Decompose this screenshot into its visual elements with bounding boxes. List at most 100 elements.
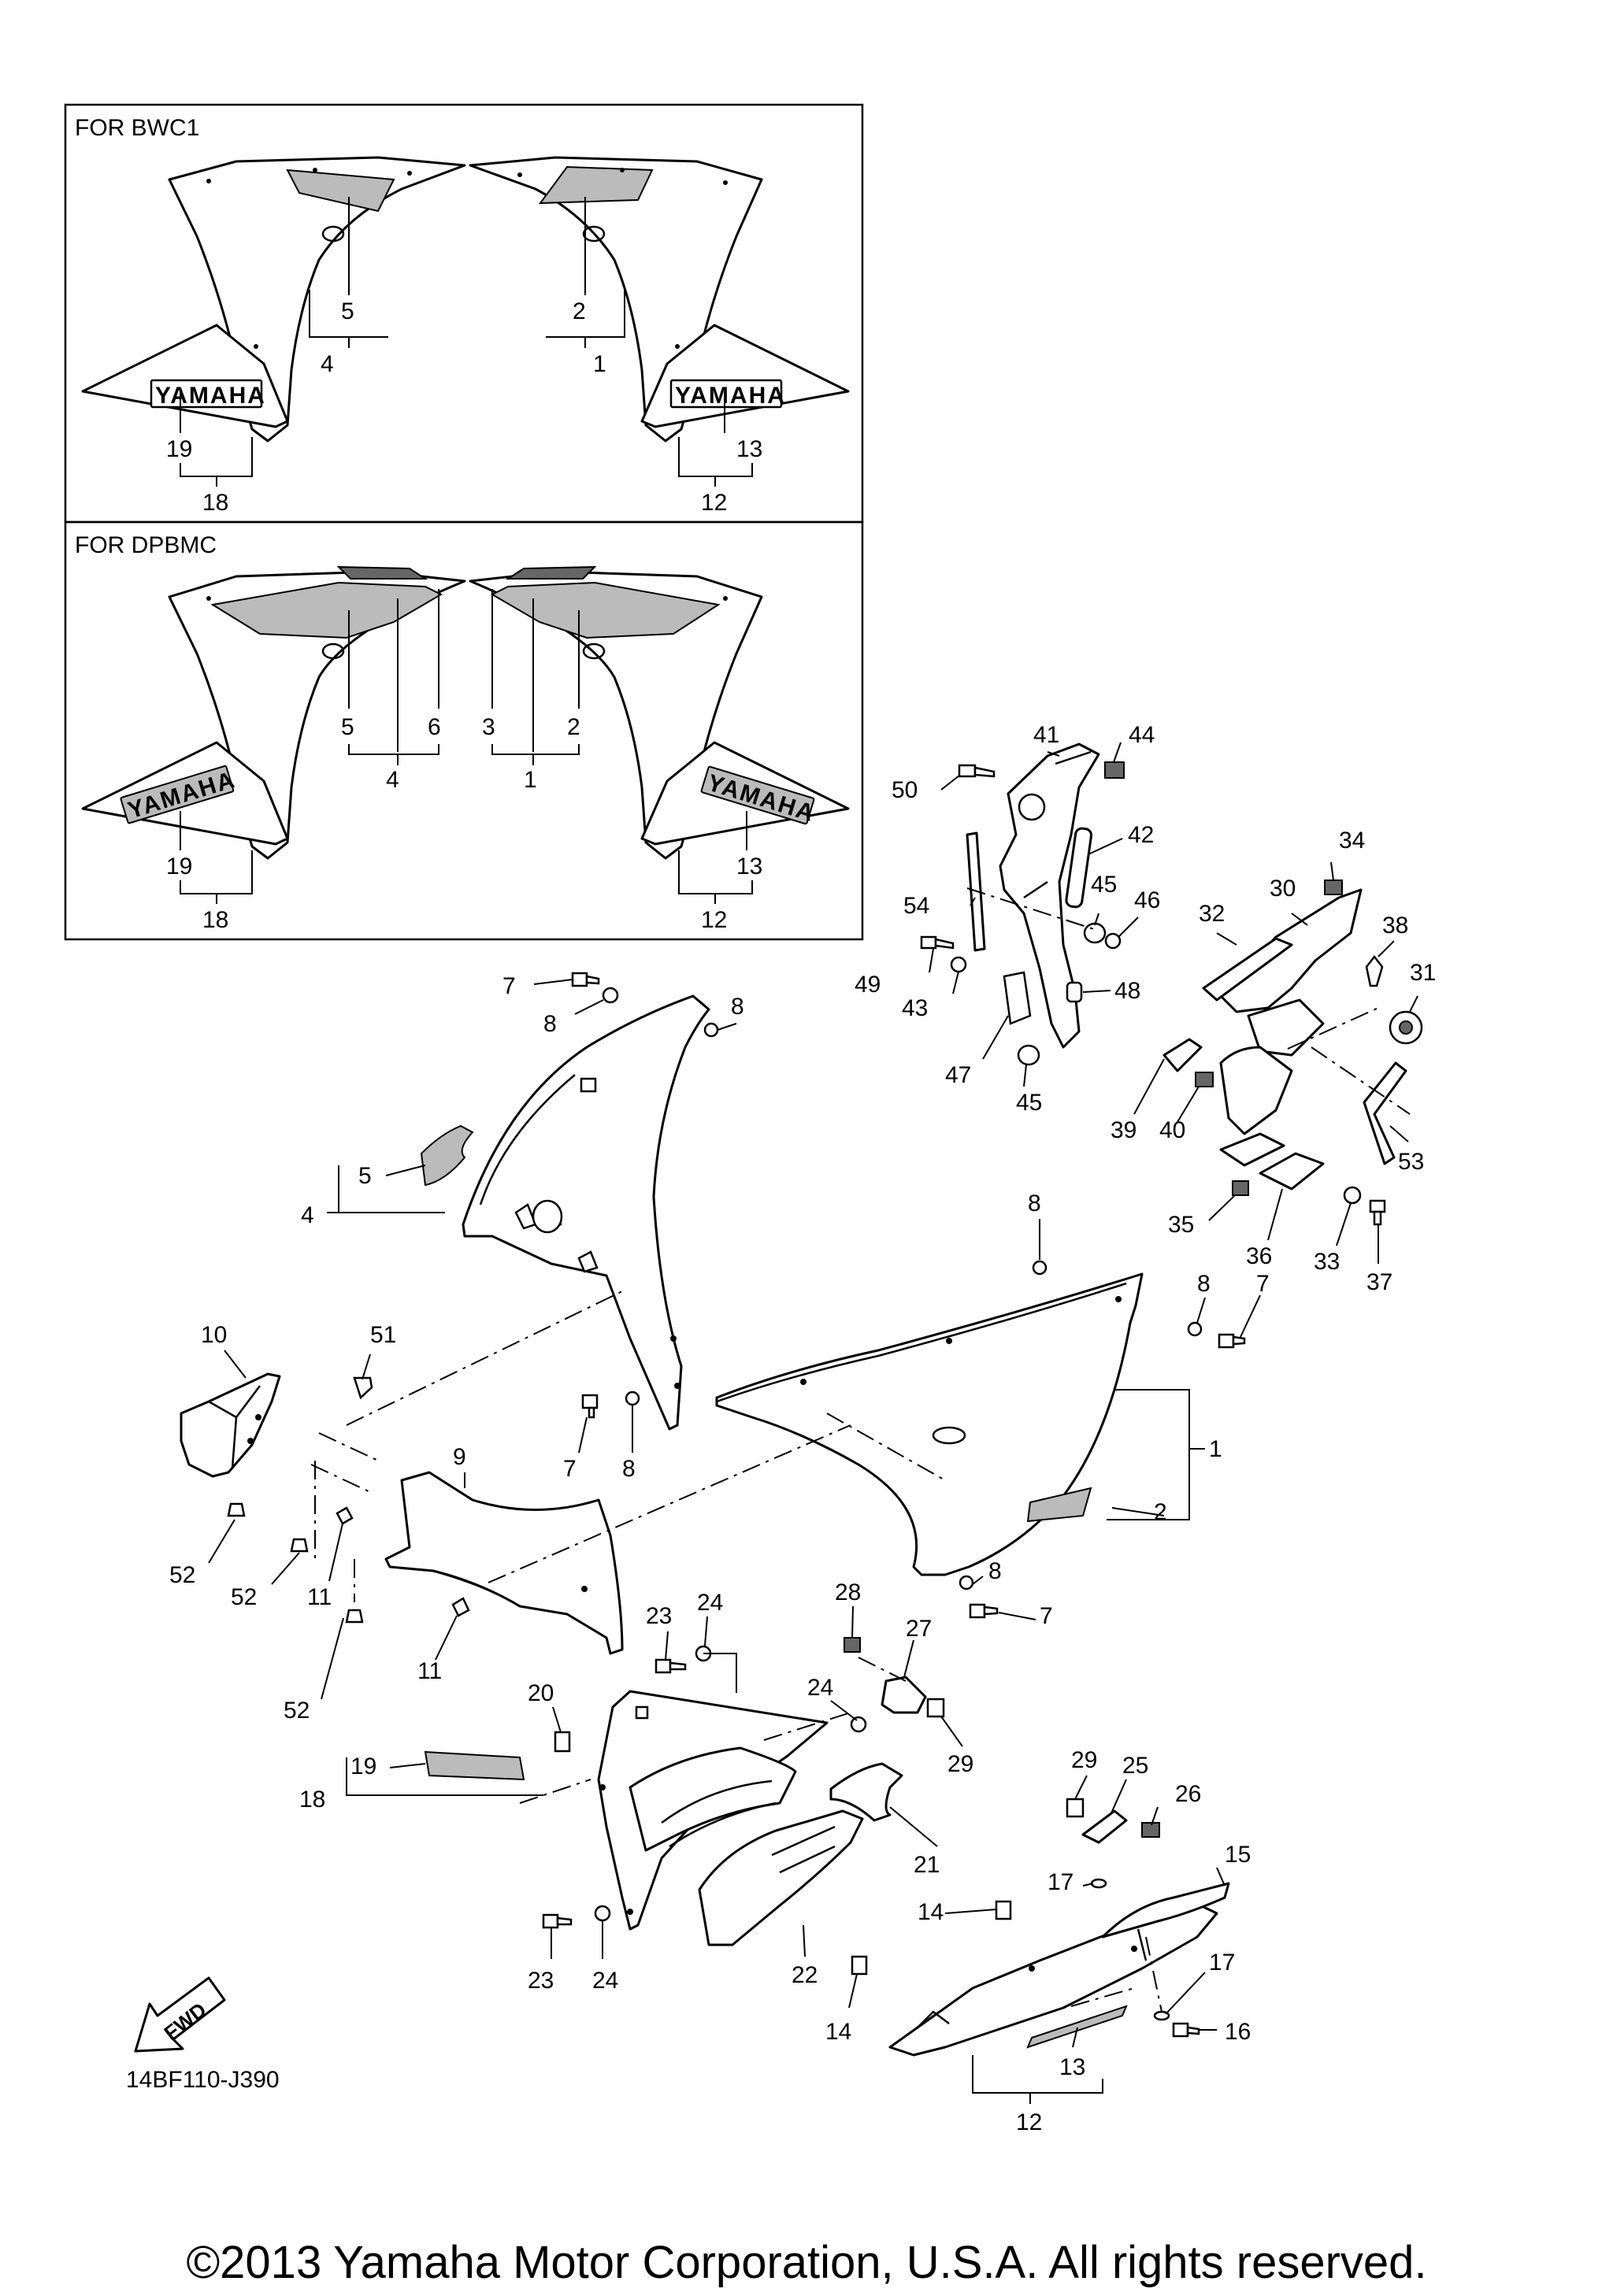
stay-25 <box>1081 1809 1128 1844</box>
nut-29a <box>926 1698 945 1718</box>
callout-54: 54 <box>903 893 929 919</box>
nut-29b <box>1066 1798 1085 1818</box>
callout-47: 47 <box>945 1062 971 1088</box>
callout-38: 38 <box>1382 913 1408 939</box>
copyright-notice: ©2013 Yamaha Motor Corporation, U.S.A. A… <box>186 2237 1427 2288</box>
callout-17: 17 <box>1048 1869 1073 1895</box>
callout-45: 45 <box>1016 1090 1042 1116</box>
callout-40: 40 <box>1159 1117 1185 1143</box>
callout-29: 29 <box>1071 1747 1097 1773</box>
callout-2: 2 <box>573 298 586 324</box>
lower-cowl-18 <box>597 1690 829 1931</box>
callout-30: 30 <box>1270 876 1296 902</box>
callout-19: 19 <box>166 436 192 462</box>
screw-50 <box>958 764 996 778</box>
callout-5: 5 <box>341 298 354 324</box>
callout-52: 52 <box>284 1698 310 1724</box>
callout-51: 51 <box>370 1322 396 1348</box>
screw-49 <box>920 935 955 950</box>
decal-5 <box>420 1124 474 1187</box>
callout-11: 11 <box>307 1584 332 1610</box>
callout-42: 42 <box>1128 822 1154 848</box>
callout-32: 32 <box>1199 901 1225 927</box>
callout-8: 8 <box>731 994 744 1020</box>
bracket-36 <box>1259 1152 1325 1191</box>
cowling-stay-41 <box>999 742 1100 1049</box>
bracket-27 <box>881 1676 927 1714</box>
callout-16: 16 <box>1225 2019 1251 2045</box>
washer-24b <box>850 1716 867 1733</box>
callout-5: 5 <box>341 714 354 740</box>
callout-5: 5 <box>358 1163 372 1189</box>
screw-7c <box>581 1394 599 1419</box>
washer-8b <box>703 1022 719 1038</box>
callout-24: 24 <box>697 1590 723 1616</box>
callout-53: 53 <box>1398 1149 1424 1175</box>
callout-1: 1 <box>593 351 606 377</box>
callout-23: 23 <box>528 1968 554 1994</box>
callout-31: 31 <box>1410 960 1436 986</box>
callout-1: 1 <box>524 767 537 793</box>
bracket-39 <box>1162 1038 1203 1072</box>
callout-9: 9 <box>453 1444 466 1470</box>
callout-18: 18 <box>202 490 228 516</box>
callout-4: 4 <box>386 767 399 793</box>
collar-45b <box>1017 1044 1040 1066</box>
screw-37 <box>1369 1199 1386 1226</box>
screw-23a <box>654 1658 687 1674</box>
bracket-lower <box>1219 1046 1293 1167</box>
side-cowling-1 <box>715 1272 1144 1576</box>
callout-11: 11 <box>417 1658 442 1684</box>
callout-2: 2 <box>567 714 580 740</box>
callout-37: 37 <box>1366 1269 1392 1295</box>
callout-21: 21 <box>914 1852 940 1878</box>
lower-cowl-right-bwc1: YAMAHA <box>640 324 850 428</box>
callout-26: 26 <box>1175 1781 1201 1807</box>
fwd-arrow-icon: FWD <box>134 1976 226 2053</box>
callout-10: 10 <box>201 1322 227 1348</box>
callout-14: 14 <box>918 1899 944 1925</box>
nut-14b <box>851 1955 868 1976</box>
callout-12: 12 <box>701 907 727 933</box>
washer-8c <box>1032 1260 1048 1276</box>
callout-25: 25 <box>1122 1753 1148 1779</box>
screw-52c <box>345 1609 364 1624</box>
callout-8: 8 <box>543 1011 557 1037</box>
decal-13 <box>1026 2005 1128 2049</box>
inner-panel-4 <box>462 994 710 1431</box>
callout-6: 6 <box>428 714 441 740</box>
screw-52a <box>227 1502 246 1517</box>
callout-28: 28 <box>835 1579 861 1605</box>
callout-19: 19 <box>350 1753 376 1779</box>
callout-4: 4 <box>301 1202 314 1228</box>
grommet-31 <box>1389 1010 1423 1045</box>
washer-46 <box>1104 932 1122 950</box>
screw-7b <box>1218 1333 1246 1349</box>
callout-17: 17 <box>1209 1950 1235 1976</box>
panel-title-dpbmc: FOR DPBMC <box>75 532 217 558</box>
callout-50: 50 <box>892 777 918 803</box>
callout-52: 52 <box>169 1562 195 1588</box>
callout-24: 24 <box>807 1675 833 1701</box>
callout-2: 2 <box>1154 1499 1167 1525</box>
nut-35 <box>1232 1180 1249 1196</box>
inner-panel-9 <box>384 1471 624 1655</box>
callout-52: 52 <box>231 1584 257 1610</box>
callout-33: 33 <box>1314 1249 1340 1275</box>
panel-bwc1: FOR BWC1 YAMAHA YAMAHA <box>64 103 864 524</box>
callout-35: 35 <box>1168 1212 1194 1238</box>
collar-45a <box>1083 922 1107 944</box>
callout-12: 12 <box>1016 2109 1042 2135</box>
figure-code: 14BF110-J390 <box>126 2067 280 2093</box>
callout-45: 45 <box>1091 872 1117 898</box>
callout-4: 4 <box>321 351 334 377</box>
cover-22 <box>698 1809 864 1946</box>
damper-42 <box>1065 827 1093 909</box>
stay-53 <box>1363 1061 1407 1165</box>
callout-29: 29 <box>947 1751 973 1777</box>
screw-28 <box>844 1637 861 1653</box>
panel-title-bwc1: FOR BWC1 <box>75 115 199 141</box>
screw-23b <box>542 1913 573 1929</box>
callout-23: 23 <box>646 1603 672 1629</box>
